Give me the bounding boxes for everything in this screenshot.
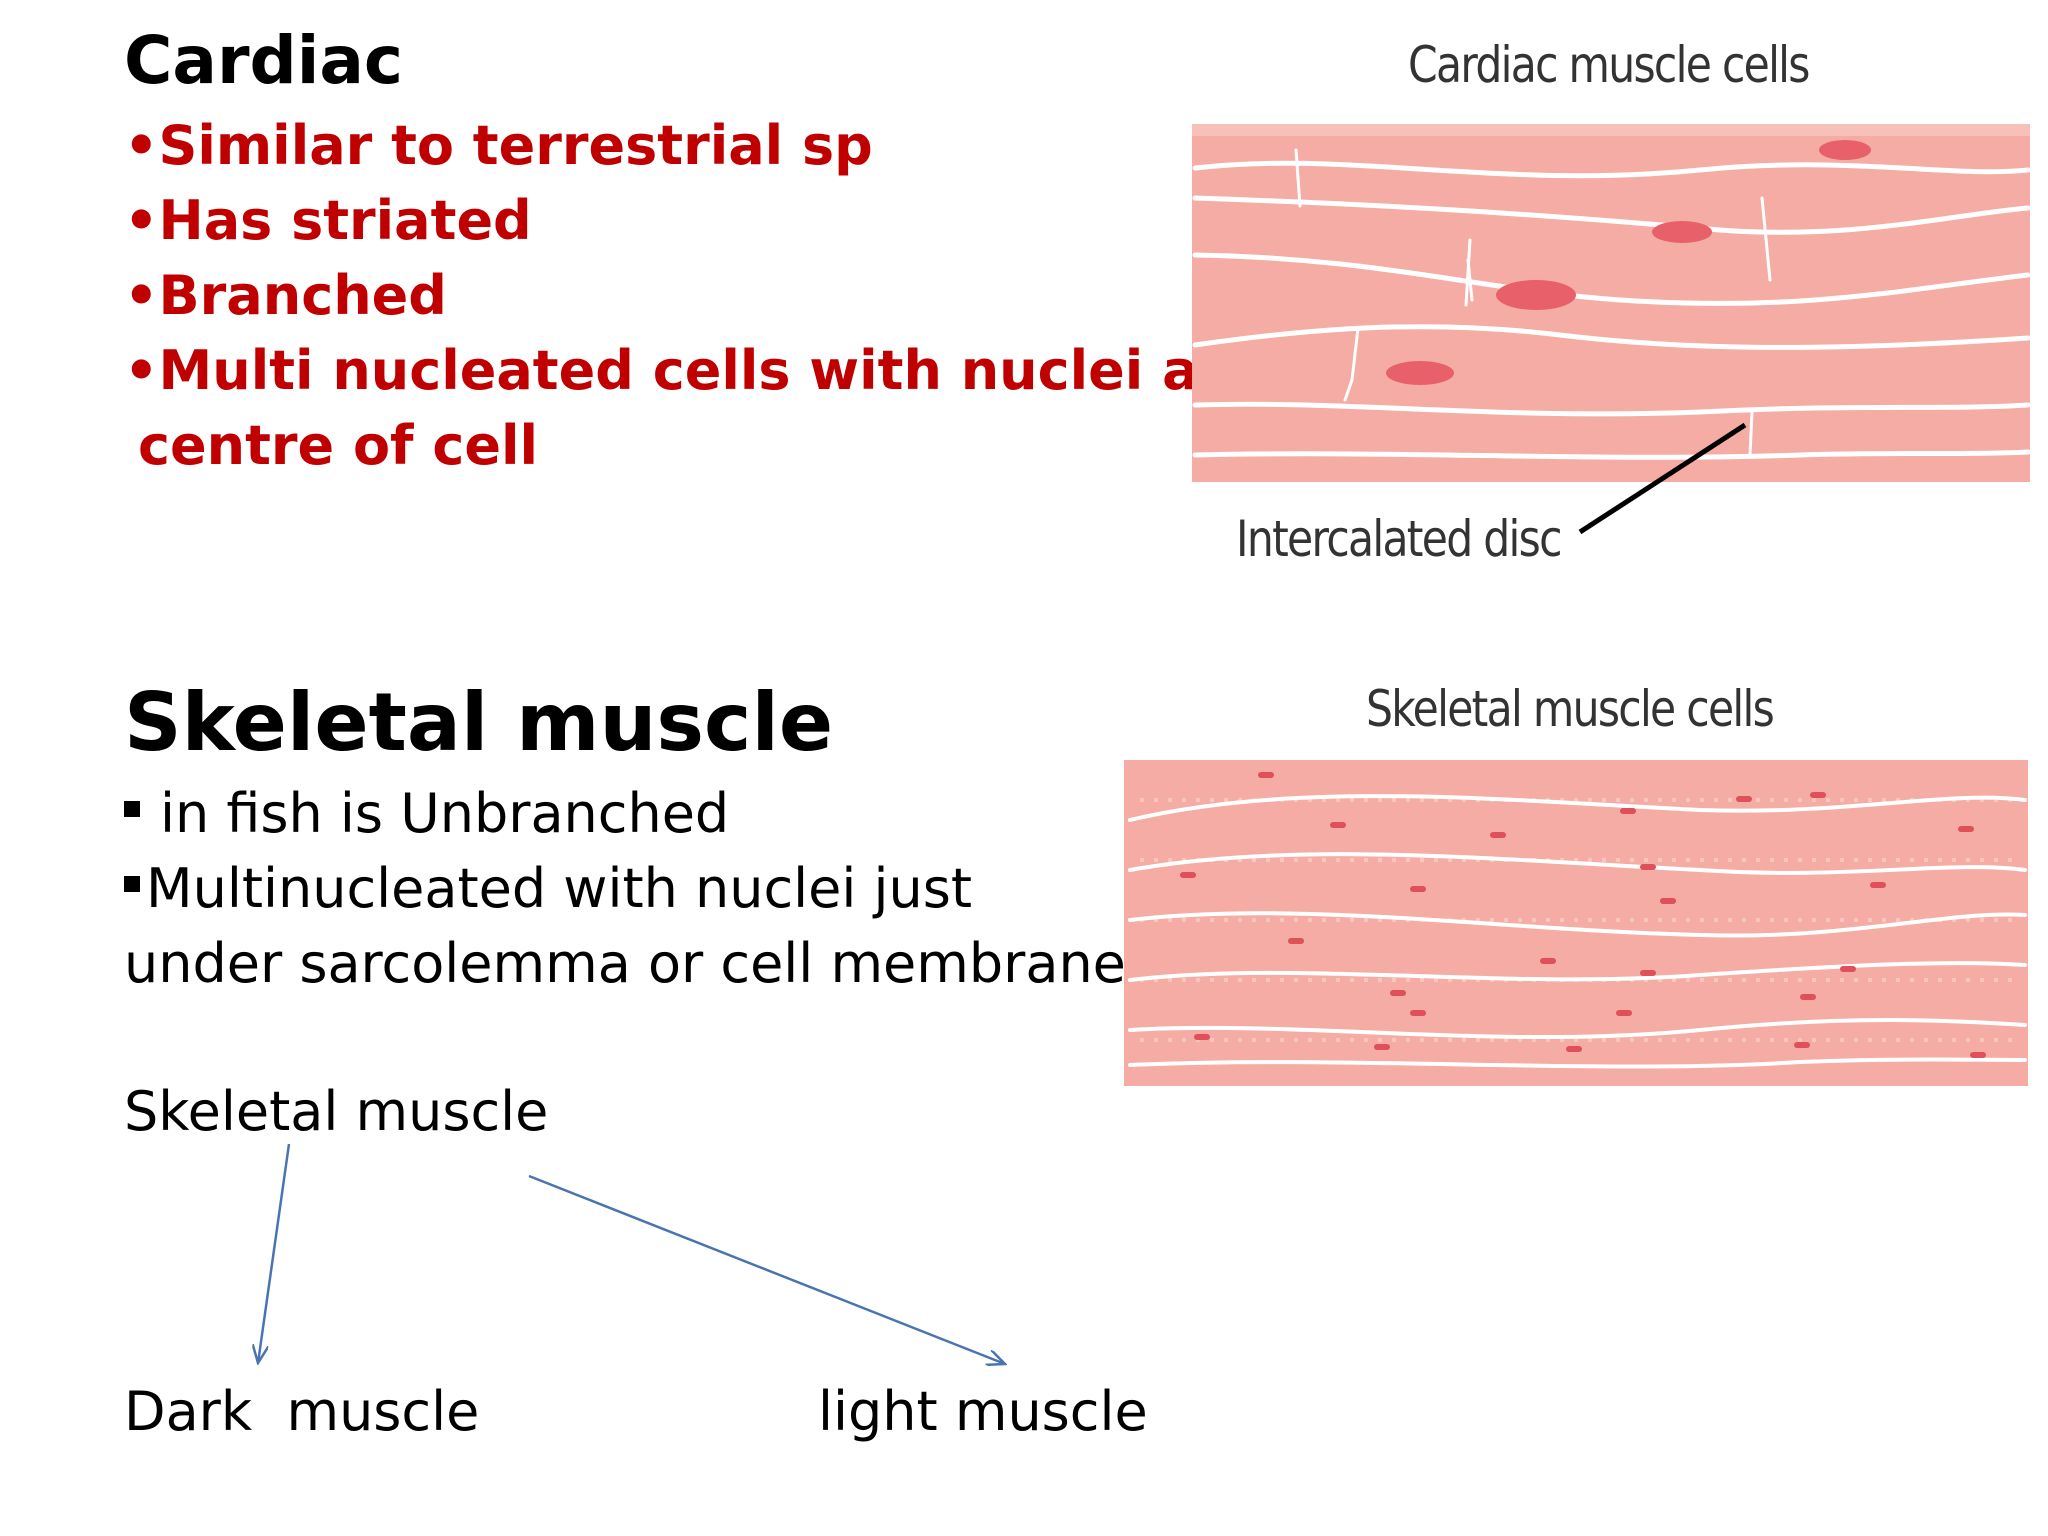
skeletal-point-text: Multinucleated with nuclei just bbox=[146, 857, 973, 920]
skeletal-point-continuation: under sarcolemma or cell membrane bbox=[124, 932, 1126, 995]
diagram-left-label: Dark muscle bbox=[124, 1380, 480, 1443]
diagram-right-label: light muscle bbox=[818, 1380, 1148, 1443]
cardiac-point: •Similar to terrestrial sp bbox=[124, 114, 873, 177]
cardiac-points: •Similar to terrestrial sp •Has striated… bbox=[124, 108, 1344, 483]
cardiac-point-continuation: centre of cell bbox=[138, 414, 538, 477]
square-bullet-icon bbox=[124, 876, 140, 893]
cardiac-heading: Cardiac bbox=[124, 22, 404, 99]
cardiac-point: •Branched bbox=[124, 264, 447, 327]
cardiac-point: •Multi nucleated cells with nuclei at th… bbox=[124, 339, 1345, 402]
arrow-to-light-muscle bbox=[528, 1174, 1005, 1364]
skeletal-points: in fish is Unbranched Multinucleated wit… bbox=[124, 776, 1126, 1001]
cardiac-muscle-illustration bbox=[1192, 124, 2031, 535]
skeletal-point-text: in fish is Unbranched bbox=[160, 782, 730, 845]
skeletal-point: Multinucleated with nuclei just bbox=[124, 851, 1126, 926]
diagram-root-label: Skeletal muscle bbox=[124, 1080, 549, 1143]
skeletal-heading: Skeletal muscle bbox=[124, 676, 834, 769]
skeletal-point: in fish is Unbranched bbox=[124, 776, 1126, 851]
intercalated-disc-label: Intercalated disc bbox=[1236, 510, 1562, 568]
arrow-to-dark-muscle bbox=[258, 1143, 291, 1363]
cardiac-point: •Has striated bbox=[124, 189, 532, 252]
diagram-arrows bbox=[258, 1143, 1005, 1364]
cardiac-image-title: Cardiac muscle cells bbox=[1408, 36, 1810, 94]
square-bullet-icon bbox=[124, 801, 140, 818]
skeletal-image-title: Skeletal muscle cells bbox=[1366, 680, 1775, 738]
skeletal-muscle-illustration bbox=[1124, 760, 2028, 1086]
